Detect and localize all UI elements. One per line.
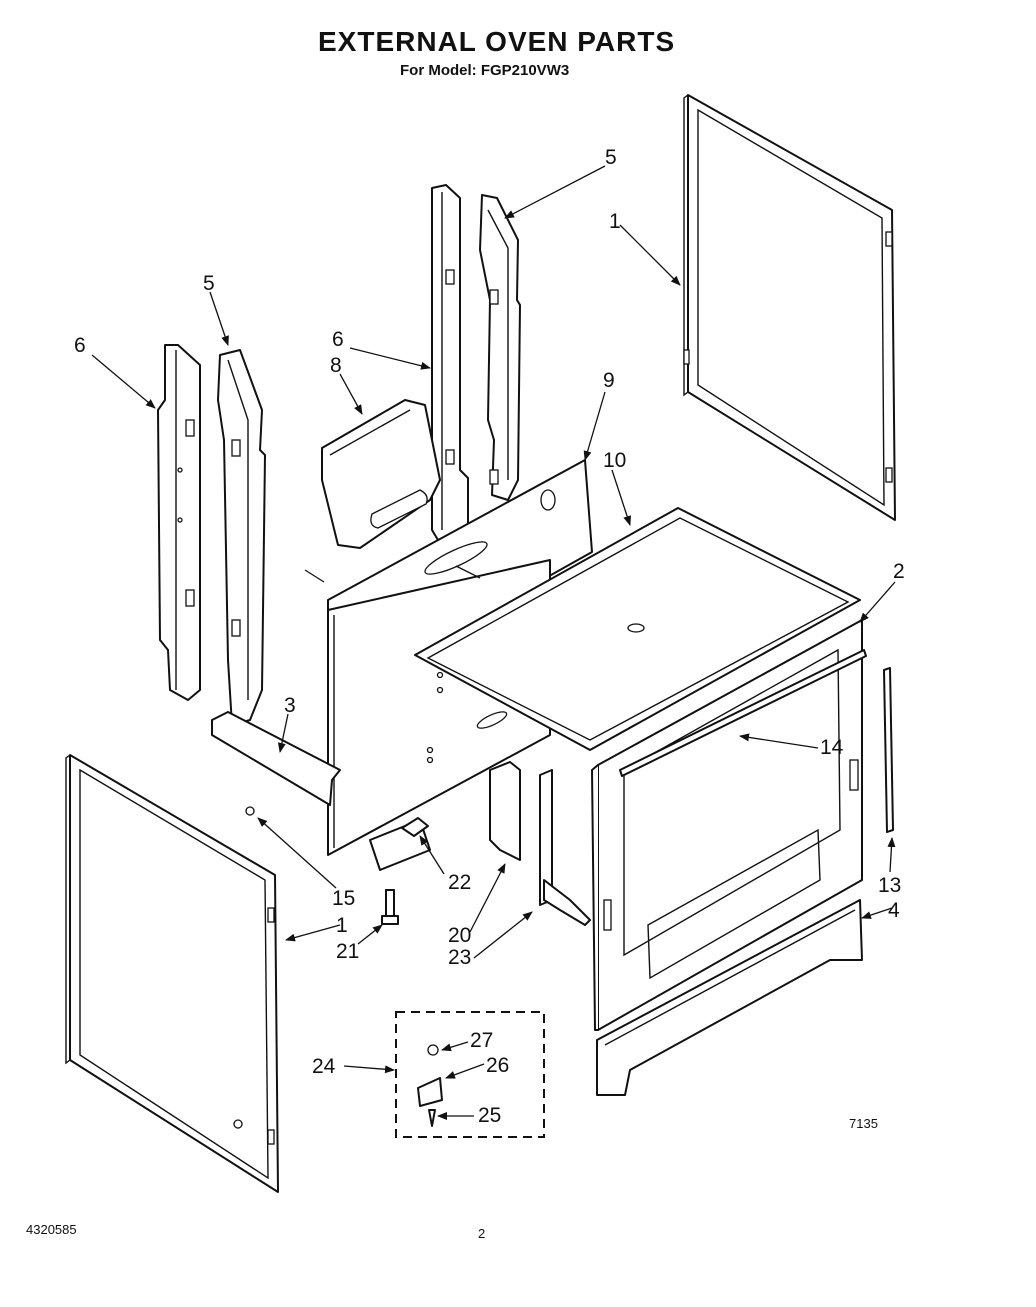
bottom-kick-panel <box>596 899 863 1096</box>
page-title: EXTERNAL OVEN PARTS <box>318 26 676 57</box>
figure-number: 7135 <box>849 1116 878 1131</box>
callout-1-top: 1 <box>609 210 621 233</box>
door-hinge <box>539 769 591 926</box>
callout-9: 9 <box>603 369 615 392</box>
front-trim-rod <box>619 649 867 777</box>
front-frame <box>591 619 863 1031</box>
callout-13: 13 <box>878 874 901 897</box>
callout-14: 14 <box>820 736 844 759</box>
side-trim-strip <box>883 667 894 833</box>
leveling-screw <box>381 889 399 925</box>
callout-26: 26 <box>486 1054 509 1077</box>
side-panel-left <box>65 754 279 1193</box>
callout-5-right: 5 <box>605 146 617 169</box>
callout-20: 20 <box>448 924 471 947</box>
callout-24: 24 <box>312 1055 336 1078</box>
callout-27: 27 <box>470 1029 493 1052</box>
callout-3: 3 <box>284 694 296 717</box>
bottom-rail <box>211 711 341 806</box>
small-screw <box>245 806 255 816</box>
igniter-kit-box <box>395 1011 545 1138</box>
burner-bracket <box>489 761 521 861</box>
callout-8: 8 <box>330 354 342 377</box>
callout-5-left: 5 <box>203 272 215 295</box>
callout-21: 21 <box>336 940 359 963</box>
side-rail-left-inner <box>217 349 266 726</box>
wire-clip <box>401 817 429 837</box>
callout-10: 10 <box>603 449 626 472</box>
page-number: 2 <box>478 1226 486 1241</box>
callout-4: 4 <box>888 899 900 922</box>
model-subtitle: For Model: FGP210VW3 <box>400 62 570 79</box>
side-rail-left-outer <box>157 344 201 701</box>
callout-23: 23 <box>448 946 471 969</box>
rear-rail-middle <box>431 184 469 541</box>
side-panel-right <box>683 94 896 521</box>
callout-2: 2 <box>893 560 905 583</box>
callout-6-middle: 6 <box>332 328 344 351</box>
oven-top-pan <box>414 507 861 751</box>
callout-1-bottom: 1 <box>336 914 348 937</box>
leader-lines <box>91 165 896 1120</box>
callout-6-left: 6 <box>74 334 86 357</box>
burner-baffle <box>321 399 441 549</box>
callout-22: 22 <box>448 871 471 894</box>
callout-25: 25 <box>478 1104 501 1127</box>
rear-rail-right <box>479 194 521 501</box>
callout-15: 15 <box>332 887 355 910</box>
document-number: 4320585 <box>26 1222 77 1237</box>
